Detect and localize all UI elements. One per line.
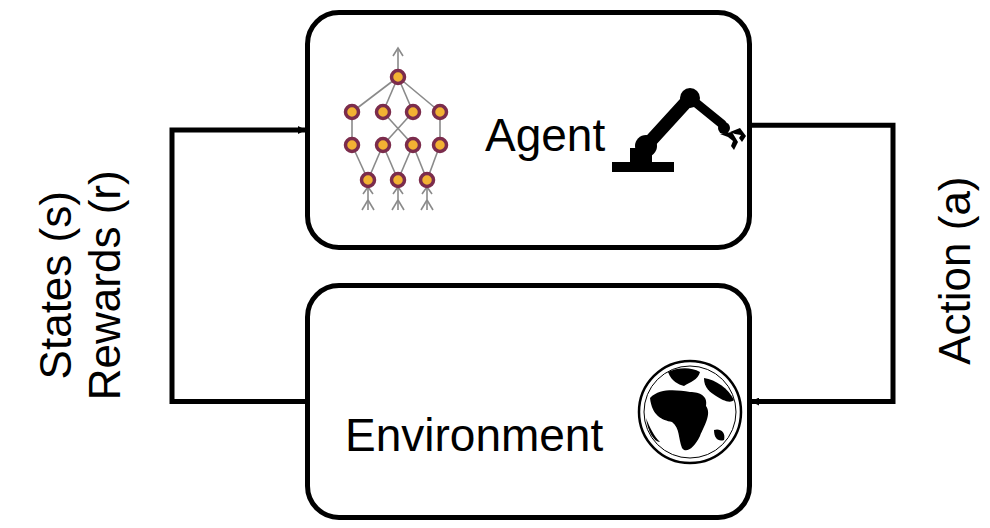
edge-label: Action (a) xyxy=(930,130,979,410)
flow-arrow xyxy=(752,125,893,401)
neural-network-icon xyxy=(352,48,440,210)
flow-arrow xyxy=(172,130,305,402)
neuron-dots xyxy=(346,71,447,187)
edge-label: States (s) Rewards (r) xyxy=(31,145,130,425)
node-label: Environment xyxy=(345,410,603,461)
node-label: Agent xyxy=(485,110,605,161)
globe-icon xyxy=(639,361,741,463)
agent-box: Agent xyxy=(305,10,752,250)
environment-box: Environment xyxy=(305,283,752,520)
robot-arm-icon xyxy=(612,88,746,172)
